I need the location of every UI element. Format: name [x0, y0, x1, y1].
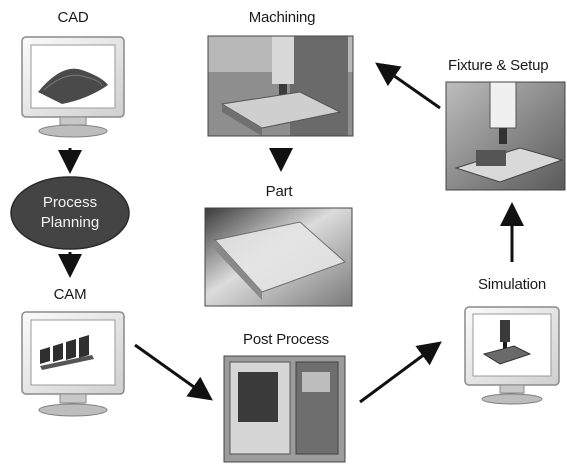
- part-label: Part: [265, 183, 293, 200]
- part-photo: [204, 207, 353, 307]
- cam-monitor: [21, 311, 125, 417]
- cad-label: CAD: [57, 9, 89, 26]
- fixture-setup-photo: [445, 81, 566, 191]
- simulation-monitor: [464, 306, 560, 405]
- process-planning-line2: Planning: [41, 214, 99, 231]
- simulation-tool-icon: [482, 320, 532, 365]
- post-process-label: Post Process: [243, 331, 329, 348]
- arrow-post-to-sim: [359, 341, 442, 404]
- arrow-fixture-to-machining: [375, 62, 441, 110]
- cam-label: CAM: [53, 286, 87, 303]
- fixture-setup-label: Fixture & Setup: [448, 57, 549, 74]
- simulation-label: Simulation: [477, 276, 547, 293]
- machining-photo: [207, 35, 354, 137]
- process-planning-node: [10, 176, 130, 250]
- arrow-cam-to-post: [134, 343, 213, 401]
- machining-label: Machining: [248, 9, 316, 26]
- post-process-photo: [223, 355, 346, 463]
- flow-arrows: [58, 62, 524, 404]
- process-planning-line1: Process: [43, 194, 97, 211]
- cad-monitor: [21, 36, 125, 138]
- cam-blocks-icon: [40, 335, 94, 370]
- cad-surface-icon: [38, 68, 108, 104]
